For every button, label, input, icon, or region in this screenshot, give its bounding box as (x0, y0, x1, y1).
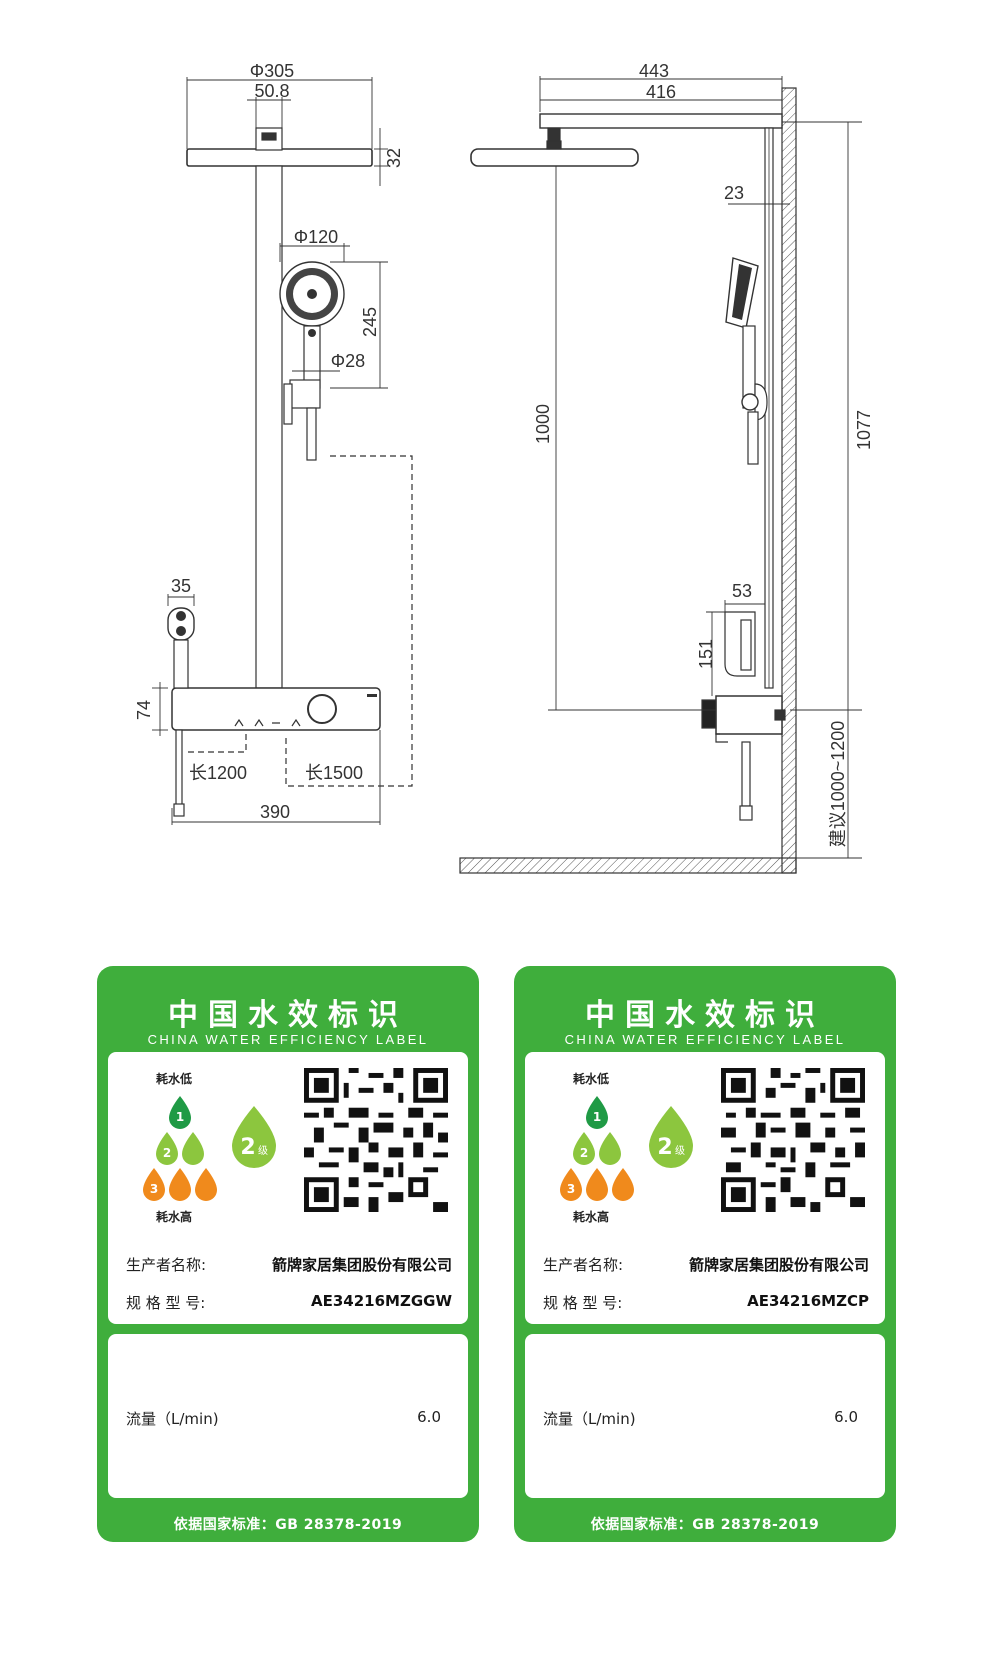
front-view (167, 127, 413, 817)
label-flow-panel: 流量（L/min) 6.0 (108, 1334, 468, 1498)
grade-drops-icon: 1 2 3 (143, 1096, 217, 1201)
dim-hose-right: 长1500 (305, 763, 363, 783)
grade-suffix: 级 (258, 1145, 268, 1157)
level-3-mark: 3 (567, 1182, 575, 1196)
rate-high-text: 耗水高 (573, 1210, 610, 1224)
side-view-dimensions (539, 76, 862, 859)
model-value: AE34216MZGGW (310, 1292, 452, 1310)
front-view-dimension-text: Φ305 50.8 32 Φ120 245 Φ28 35 74 长1200 长1… (134, 61, 404, 822)
rate-high-text: 耗水高 (156, 1210, 193, 1224)
model-label: 规 格 型 号: (543, 1294, 623, 1312)
overhead-head-side (470, 148, 639, 167)
grade-drop-icon: 2 级 (649, 1106, 693, 1168)
dim-box-height: 74 (134, 700, 154, 720)
thermostatic-box (171, 687, 381, 731)
label-flow-panel: 流量（L/min) 6.0 (525, 1334, 885, 1498)
grade-number: 2 (657, 1135, 672, 1160)
flow-value: 6.0 (834, 1408, 858, 1426)
technical-drawing: Φ305 50.8 32 Φ120 245 Φ28 35 74 长1200 长1… (134, 61, 874, 874)
rate-low-text: 耗水低 (156, 1072, 193, 1086)
flow-label: 流量（L/min) (126, 1410, 219, 1428)
label-subtitle: CHINA WATER EFFICIENCY LABEL (147, 1032, 429, 1047)
level-1-mark: 1 (176, 1110, 184, 1124)
label-subtitle: CHINA WATER EFFICIENCY LABEL (564, 1032, 846, 1047)
model-label: 规 格 型 号: (126, 1294, 206, 1312)
side-view-dimension-text: 443 416 23 1000 1077 53 151 建议1000~1200 (533, 61, 874, 847)
grade-number: 2 (240, 1135, 255, 1160)
shower-arm (539, 113, 783, 129)
dim-top-to-box: 1077 (854, 410, 874, 450)
manufacturer-label: 生产者名称: (543, 1256, 624, 1274)
grade-suffix: 级 (675, 1145, 685, 1157)
qr-code[interactable] (304, 1068, 448, 1212)
level-1-mark: 1 (593, 1110, 601, 1124)
label-title: 中国水效标识 (585, 998, 825, 1033)
dim-head-thickness: 32 (384, 148, 404, 168)
standard-text: 依据国家标准：GB 28378-2019 (173, 1517, 403, 1533)
level-3-mark: 3 (150, 1182, 158, 1196)
flow-label: 流量（L/min) (543, 1410, 636, 1428)
front-view-dimensions (152, 77, 388, 825)
water-efficiency-label-1: 中国水效标识 CHINA WATER EFFICIENCY LABEL 耗水低 … (97, 966, 479, 1542)
flow-value: 6.0 (417, 1408, 441, 1426)
wall (781, 87, 797, 874)
dim-holder-depth: 53 (732, 581, 752, 601)
dim-hose-left: 长1200 (189, 763, 247, 783)
model-value: AE34216MZCP (747, 1292, 869, 1310)
dim-arm-width: 50.8 (254, 81, 289, 101)
overhead-shower-head (186, 148, 373, 167)
manufacturer-value: 箭牌家居集团股份有限公司 (688, 1256, 869, 1274)
dim-handle-diameter: Φ28 (331, 351, 365, 371)
dim-total-width: 390 (260, 802, 290, 822)
level-2-mark: 2 (580, 1146, 588, 1160)
floor (459, 857, 797, 874)
water-efficiency-label-2: 中国水效标识 CHINA WATER EFFICIENCY LABEL 耗水低 … (514, 966, 896, 1542)
dim-holder-height: 151 (696, 639, 716, 669)
dim-spout-width: 35 (171, 576, 191, 596)
manufacturer-value: 箭牌家居集团股份有限公司 (271, 1256, 452, 1274)
level-2-mark: 2 (163, 1146, 171, 1160)
riser-pipe (255, 165, 283, 689)
dim-pipe-gap: 23 (724, 183, 744, 203)
grade-drops-icon: 1 2 3 (560, 1096, 634, 1201)
dim-head-diameter: Φ305 (250, 61, 294, 81)
side-view (459, 87, 797, 874)
qr-code[interactable] (721, 1068, 865, 1212)
dim-head-to-box: 1000 (533, 404, 553, 444)
dim-hand-height: 245 (360, 307, 380, 337)
dim-arm-inner: 416 (646, 82, 676, 102)
rate-low-text: 耗水低 (573, 1072, 610, 1086)
box-side (715, 695, 783, 735)
label-info-panel: 耗水低 1 2 3 耗水高 2 级 (108, 1052, 468, 1324)
dim-install-height: 建议1000~1200 (828, 721, 848, 848)
grade-drop-icon: 2 级 (232, 1106, 276, 1168)
standard-text: 依据国家标准：GB 28378-2019 (590, 1517, 820, 1533)
dim-hand-diameter: Φ120 (294, 227, 338, 247)
dim-arm-reach: 443 (639, 61, 669, 81)
label-info-panel: 耗水低 1 2 3 耗水高 2 级 (525, 1052, 885, 1324)
manufacturer-label: 生产者名称: (126, 1256, 207, 1274)
label-title: 中国水效标识 (168, 998, 408, 1033)
